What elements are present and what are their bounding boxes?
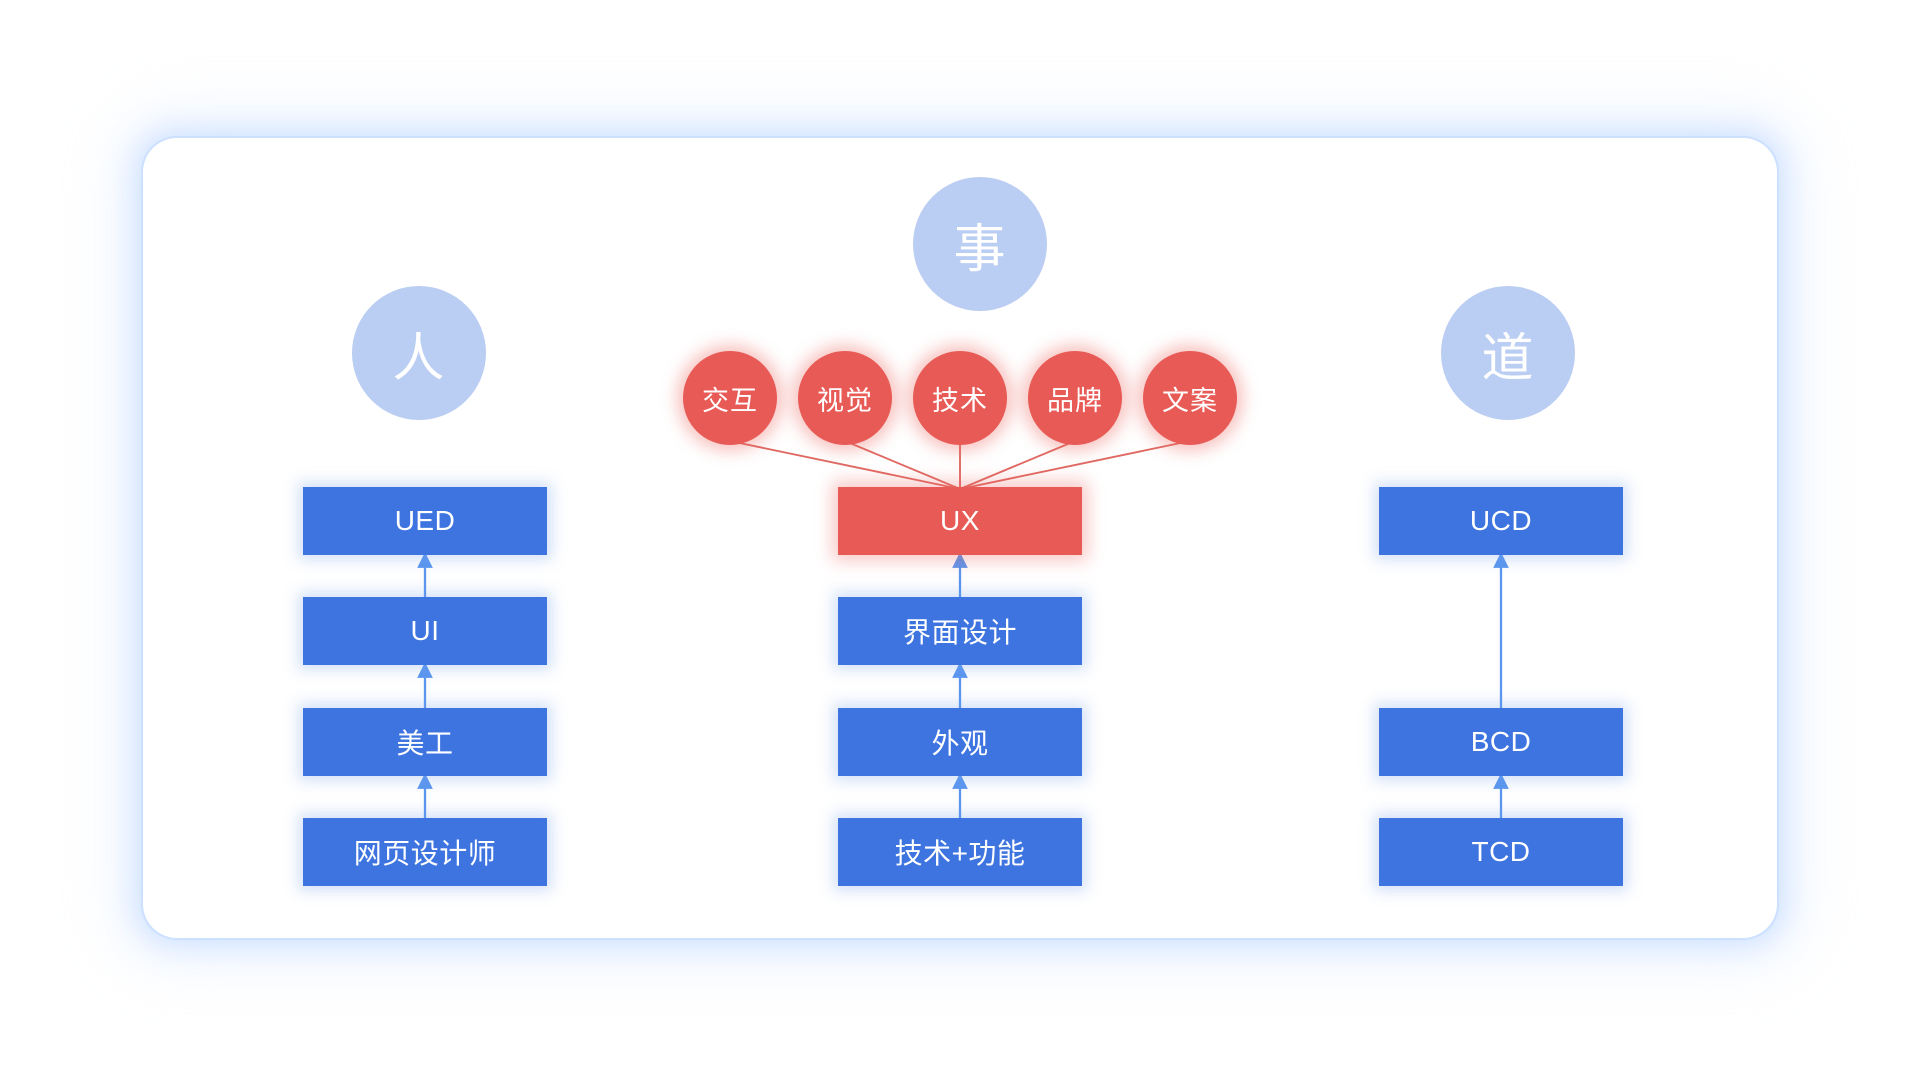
node-meigong-label: 美工 [396, 728, 454, 759]
facet-circle-brand[interactable]: 品牌 [1028, 351, 1122, 445]
node-ui-design-label: 界面设计 [902, 617, 1017, 648]
facet-circle-brand-label: 品牌 [1047, 385, 1103, 416]
node-ui[interactable]: UI [303, 597, 547, 665]
node-ux-label: UX [940, 505, 980, 536]
node-ued[interactable]: UED [303, 487, 547, 555]
node-ucd-label: UCD [1469, 505, 1533, 536]
facet-circle-interaction[interactable]: 交互 [683, 351, 777, 445]
facet-circle-technology[interactable]: 技术 [913, 351, 1007, 445]
node-meigong[interactable]: 美工 [303, 708, 547, 776]
node-tcd[interactable]: TCD [1379, 818, 1623, 886]
concept-circle-dao[interactable]: 道 [1441, 286, 1575, 420]
facet-circle-technology-label: 技术 [932, 385, 988, 416]
concept-circle-shi-label: 事 [953, 220, 1007, 279]
node-ui-label: UI [410, 615, 440, 646]
node-ucd[interactable]: UCD [1379, 487, 1623, 555]
facet-circle-visual[interactable]: 视觉 [798, 351, 892, 445]
facet-circle-interaction-label: 交互 [702, 385, 758, 416]
concept-circle-dao-label: 道 [1481, 329, 1535, 388]
facet-circle-copywriting[interactable]: 文案 [1143, 351, 1237, 445]
facet-circle-visual-label: 视觉 [817, 385, 873, 416]
node-ued-label: UED [394, 505, 456, 536]
node-bcd[interactable]: BCD [1379, 708, 1623, 776]
node-ui-design[interactable]: 界面设计 [838, 597, 1082, 665]
node-ux[interactable]: UX [838, 487, 1082, 555]
facet-circle-copywriting-label: 文案 [1162, 385, 1218, 416]
node-tech-function[interactable]: 技术+功能 [838, 818, 1082, 886]
node-web-designer-label: 网页设计师 [353, 838, 497, 869]
node-appearance[interactable]: 外观 [838, 708, 1082, 776]
concept-circle-ren[interactable]: 人 [352, 286, 486, 420]
concept-circle-ren-label: 人 [392, 329, 446, 388]
node-tech-function-label: 技术+功能 [894, 838, 1026, 869]
node-bcd-label: BCD [1470, 726, 1532, 757]
node-appearance-label: 外观 [931, 728, 989, 759]
node-web-designer[interactable]: 网页设计师 [303, 818, 547, 886]
node-tcd-label: TCD [1471, 836, 1531, 867]
concept-circle-shi[interactable]: 事 [913, 177, 1047, 311]
